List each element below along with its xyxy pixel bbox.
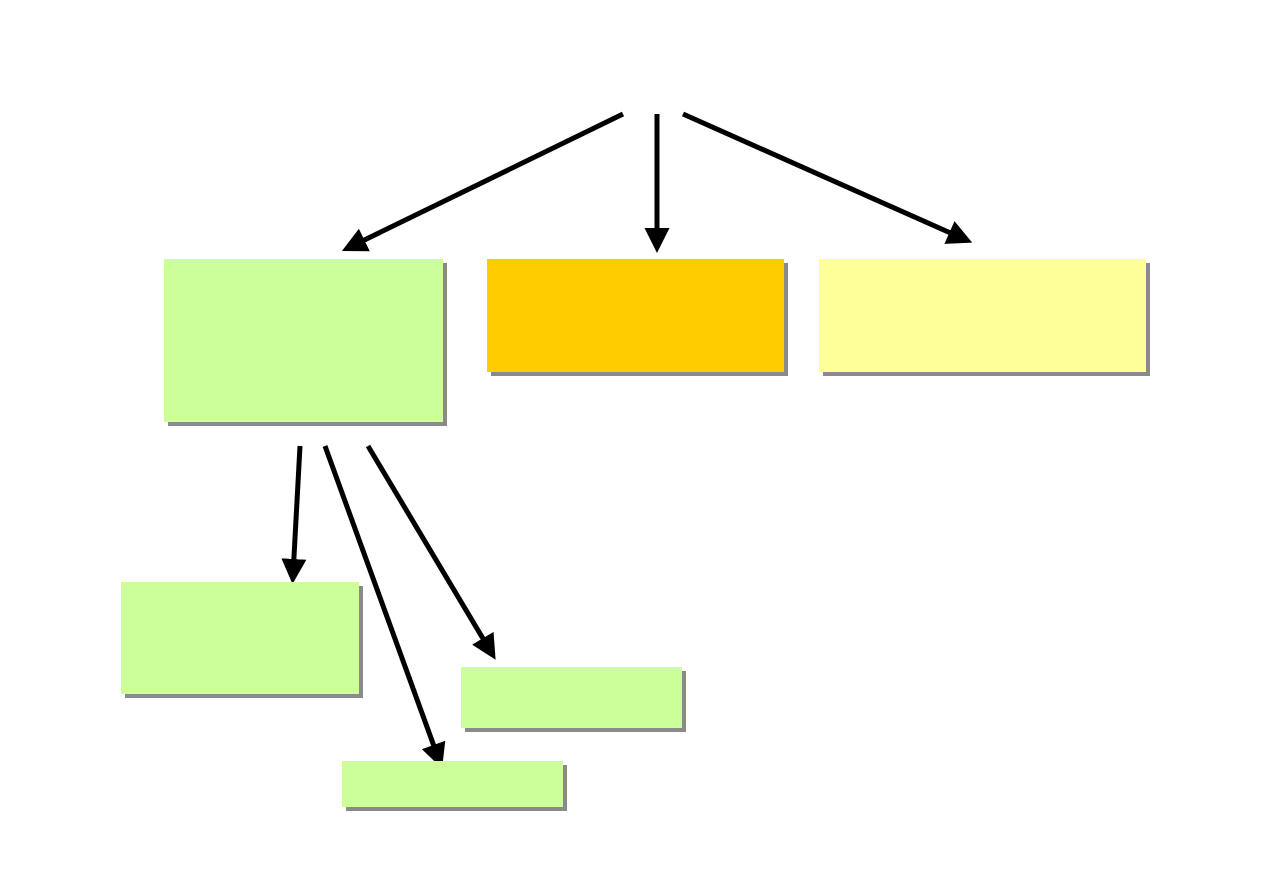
arrow-left-to-child-2 xyxy=(365,444,496,660)
arrow-root-to-left xyxy=(341,111,625,252)
box-fill xyxy=(121,582,359,694)
box-fill xyxy=(819,259,1146,372)
arrow-root-to-right xyxy=(681,111,973,244)
box-level1-center xyxy=(487,259,788,376)
arrow-left-to-child-3 xyxy=(322,445,446,769)
box-level1-right xyxy=(819,259,1150,376)
box-fill xyxy=(487,259,784,372)
box-fill xyxy=(342,761,563,807)
box-level2-child-2 xyxy=(461,667,686,732)
box-level2-child-3 xyxy=(342,761,567,811)
box-fill xyxy=(461,667,682,728)
boxes xyxy=(121,259,1150,811)
box-level2-child-1 xyxy=(121,582,363,698)
box-fill xyxy=(164,259,443,422)
arrows xyxy=(281,111,973,769)
box-level1-left xyxy=(164,259,447,426)
arrow-left-to-child-1 xyxy=(281,445,307,584)
